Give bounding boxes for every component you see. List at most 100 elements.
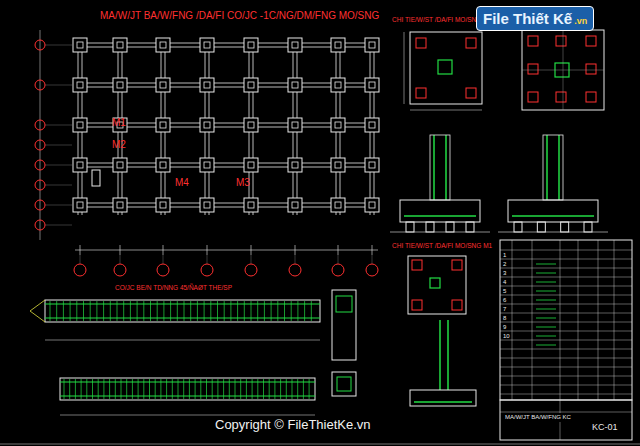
cad-rect [369, 202, 375, 208]
table-cell: 6 [503, 297, 506, 304]
cad-line [45, 165, 72, 166]
cad-rect [77, 202, 83, 208]
cad-line [410, 110, 482, 111]
table-cell: 5 [503, 288, 506, 295]
cad-line [372, 245, 373, 255]
cad-rect [117, 42, 123, 48]
cad-rect [400, 200, 480, 222]
table-cell: 1 [503, 252, 506, 259]
cad-rect [292, 122, 298, 128]
cad-line [163, 245, 164, 255]
cad-rect [410, 32, 482, 104]
cad-rect [335, 202, 341, 208]
cad-rect [586, 36, 596, 46]
cad-rect [528, 92, 538, 102]
cad-rect [113, 158, 127, 172]
cad-line [404, 215, 476, 217]
drawing-label: MA/W/JT BA/W/FNG /DA/FI CO/JC -1C/NG/DM/… [100, 10, 379, 21]
cad-line [563, 30, 564, 110]
cad-rect [248, 122, 254, 128]
cad-rect [412, 300, 422, 310]
cad-line [45, 185, 72, 186]
table-cell: 8 [503, 315, 506, 322]
cad-rect [365, 78, 379, 92]
cad-line [536, 327, 556, 328]
cad-rect [156, 118, 170, 132]
drawing-label: CHI TIE/W/ST /DA/FI MO/SNG M1 [392, 242, 492, 249]
cad-rect [292, 202, 298, 208]
cad-rect [117, 162, 123, 168]
cad-line [45, 45, 72, 46]
logo-text: File Thiết Kế [483, 10, 572, 27]
cad-rect [556, 36, 566, 46]
cad-rect [113, 78, 127, 92]
cad-line [536, 300, 556, 301]
cad-rect [244, 158, 258, 172]
table-cell: 9 [503, 324, 506, 331]
cad-rect [430, 278, 440, 288]
cad-line [404, 32, 405, 104]
cad-rect [244, 118, 258, 132]
cad-rect [204, 202, 210, 208]
cad-rect [60, 378, 315, 400]
cad-rect [466, 222, 474, 232]
table-cell: 7 [503, 306, 506, 313]
table-cell: 10 [503, 333, 510, 340]
axis-bubble [157, 264, 169, 276]
axis-bubble [35, 40, 45, 50]
cad-rect [408, 256, 466, 314]
cad-line [500, 376, 632, 377]
cad-rect [156, 158, 170, 172]
cad-line [45, 225, 72, 226]
cad-rect [416, 88, 426, 98]
cad-line [163, 255, 164, 264]
cad-line [207, 255, 208, 264]
cad-rect [466, 38, 476, 48]
cad-rect [204, 162, 210, 168]
cad-rect [156, 78, 170, 92]
cad-line [500, 358, 632, 359]
cad-line [614, 240, 615, 400]
cad-rect [452, 260, 462, 270]
cad-line [546, 135, 548, 200]
cad-rect [369, 42, 375, 48]
table-cell: 2 [503, 261, 506, 268]
cad-line [560, 240, 561, 400]
cad-rect [369, 162, 375, 168]
cad-line [500, 367, 632, 368]
cad-rect [426, 222, 434, 232]
cad-rect [117, 82, 123, 88]
cad-line [445, 135, 447, 200]
cad-rect [522, 30, 604, 110]
cad-rect [160, 42, 166, 48]
cad-rect [113, 198, 127, 212]
cad-rect [336, 296, 352, 312]
cad-line [500, 250, 632, 251]
cad-rect [331, 118, 345, 132]
cad-line [598, 240, 599, 400]
cad-line [338, 245, 339, 255]
cad-line [536, 345, 556, 346]
cad-line [500, 295, 632, 296]
cad-rect [561, 222, 569, 232]
cad-line [120, 255, 121, 264]
cad-line [500, 322, 632, 323]
cad-line [532, 240, 533, 400]
cad-rect [537, 222, 545, 232]
cad-rect [452, 300, 462, 310]
cad-line [45, 85, 72, 86]
cad-line [512, 215, 594, 217]
cad-line [45, 205, 72, 206]
logo-text: .vn [574, 16, 587, 26]
cad-rect [586, 64, 596, 74]
cad-rect [514, 222, 522, 232]
cad-line [500, 349, 632, 350]
cad-rect [584, 222, 592, 232]
cad-rect [200, 198, 214, 212]
title-text: KC-01 [592, 422, 618, 432]
cad-line [45, 340, 320, 341]
cad-rect [73, 118, 87, 132]
axis-bubble [35, 120, 45, 130]
cad-rect [73, 198, 87, 212]
cad-rect [292, 162, 298, 168]
